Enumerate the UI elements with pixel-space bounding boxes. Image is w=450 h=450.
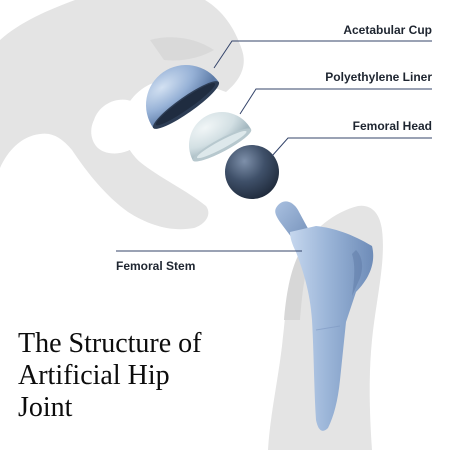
polyethylene-liner (189, 112, 252, 162)
femoral-head (225, 145, 279, 199)
leader-line-acetabular-cup (213, 40, 432, 69)
label-femoral-stem: Femoral Stem (116, 259, 196, 273)
femoral-stem (275, 201, 374, 431)
title-line-3: Joint (18, 392, 73, 423)
label-polyethylene-liner: Polyethylene Liner (325, 70, 432, 84)
title-line-1: The Structure of (18, 328, 202, 359)
leader-line-polyethylene-liner (239, 88, 432, 115)
label-femoral-head: Femoral Head (352, 119, 432, 133)
diagram-title: The Structure of Artificial Hip Joint (18, 328, 258, 424)
leader-line-femoral-head (271, 137, 432, 157)
pelvis-bone (0, 0, 244, 230)
title-line-2: Artificial Hip (18, 360, 170, 391)
leader-lines (116, 40, 432, 252)
acetabular-cup (146, 65, 220, 129)
label-acetabular-cup: Acetabular Cup (343, 23, 432, 37)
